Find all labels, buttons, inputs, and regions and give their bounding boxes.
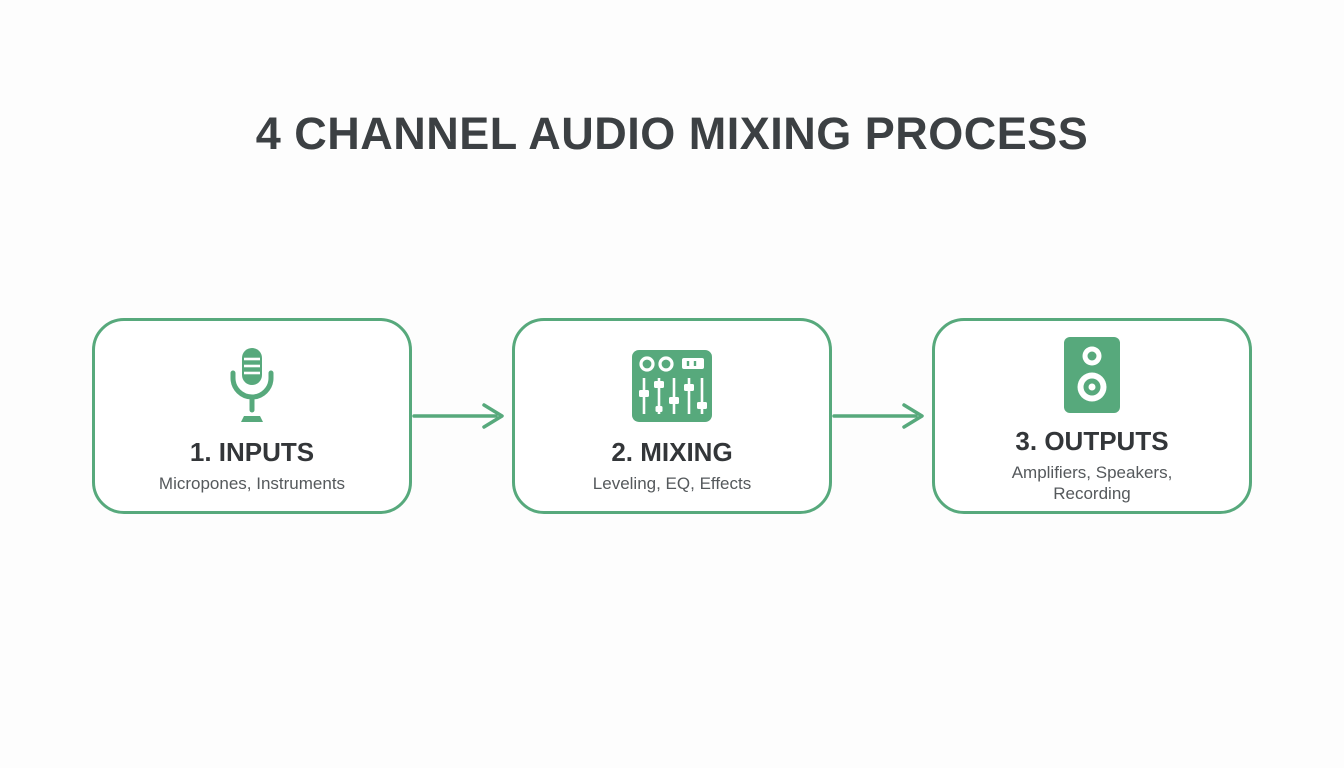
flow-diagram: 1. INPUTS Micropones, Instruments	[0, 318, 1344, 514]
step-description: Micropones, Instruments	[158, 473, 346, 493]
speaker-icon	[1064, 333, 1120, 417]
mixer-console-icon	[632, 344, 712, 428]
page-title: 4 CHANNEL AUDIO MIXING PROCESS	[255, 108, 1089, 159]
step-description: Leveling, EQ, Effects	[592, 473, 752, 493]
step-description: Amplifiers, Speakers, Recording	[1011, 463, 1173, 504]
step-label: 1. INPUTS	[189, 436, 315, 467]
step-card-mixing: 2. MIXING Leveling, EQ, Effects	[512, 318, 832, 514]
step-card-outputs: 3. OUTPUTS Amplifiers, Speakers, Recordi…	[932, 318, 1252, 514]
step-card-inputs: 1. INPUTS Micropones, Instruments	[92, 318, 412, 514]
arrow-right-icon	[832, 401, 932, 431]
arrow-right-icon	[412, 401, 512, 431]
microphone-icon	[220, 344, 284, 428]
step-label: 3. OUTPUTS	[1015, 426, 1169, 457]
step-label: 2. MIXING	[611, 436, 733, 467]
